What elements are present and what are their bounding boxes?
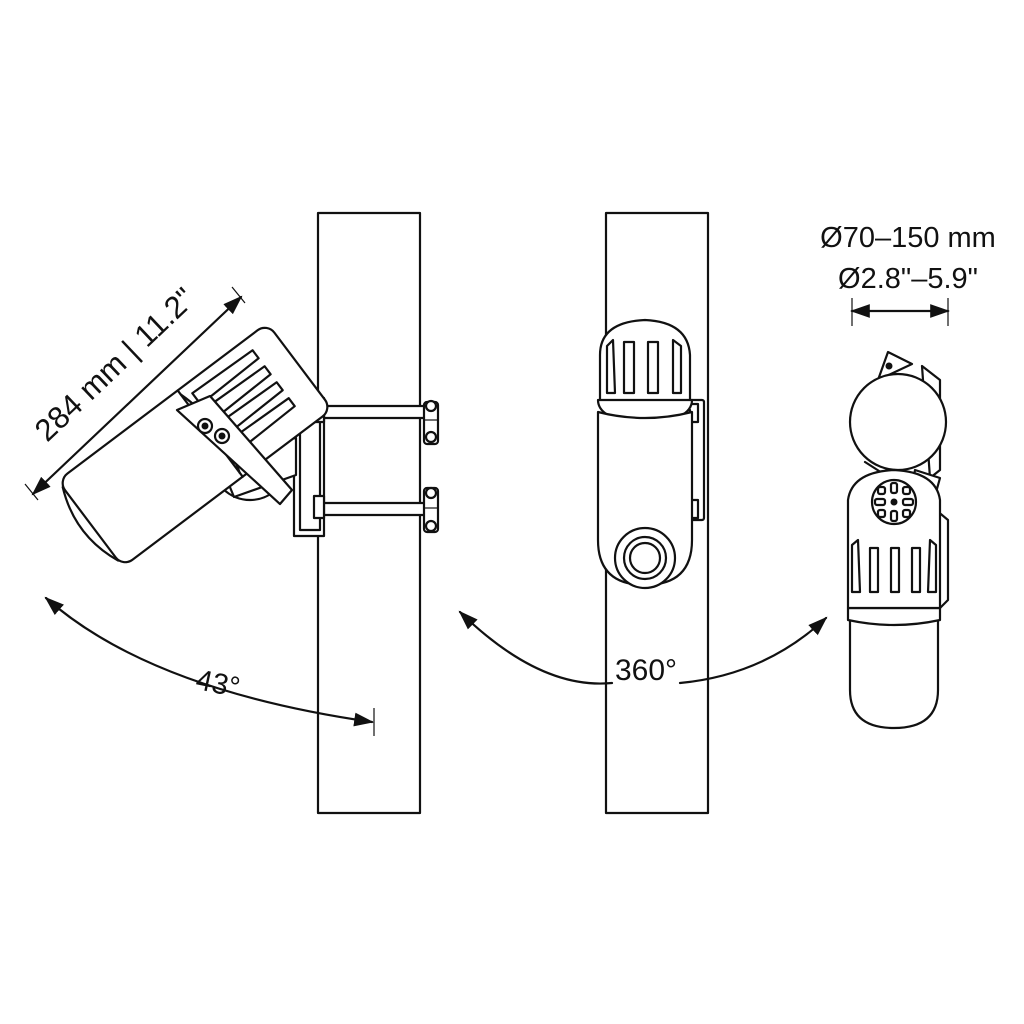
rotation-angle-arc: 360°	[458, 610, 828, 687]
diameter-dimension	[850, 298, 950, 326]
rotation-angle-label: 360°	[615, 654, 677, 687]
clamp-bolt-top	[422, 399, 440, 446]
tilt-angle-label: 43°	[193, 664, 243, 704]
pole-diameter-metric-label: Ø70–150 mm	[820, 222, 996, 254]
luminaire-top	[846, 468, 950, 730]
luminaire-front	[596, 318, 694, 590]
clamp-bolt-bottom	[422, 486, 440, 534]
pole-diameter-imperial-label: Ø2.8"–5.9"	[838, 263, 978, 295]
front-view: 360°	[458, 211, 828, 815]
cooling-fins-top	[850, 538, 938, 594]
cooling-fins-front	[605, 338, 683, 395]
side-view: 284 mm | 11.2" 43°	[24, 211, 440, 815]
vent-holes	[870, 478, 918, 526]
pole-cross-section	[848, 350, 948, 498]
top-view: Ø70–150 mm Ø2.8"–5.9"	[820, 222, 996, 730]
